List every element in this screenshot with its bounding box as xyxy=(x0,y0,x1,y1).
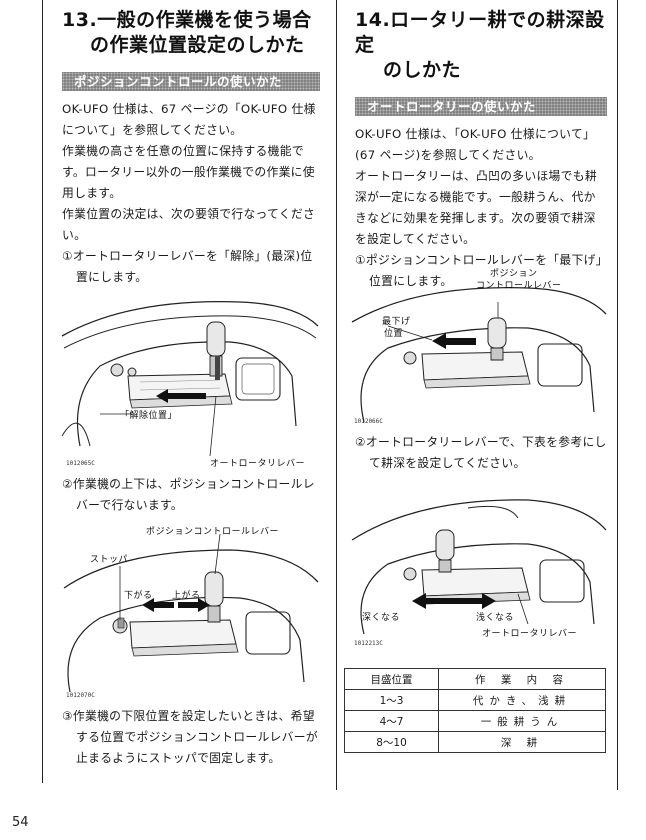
table-row: 8～10 深 耕 xyxy=(344,731,606,753)
figure-code: 1012213C xyxy=(354,640,383,647)
figure-code: 1012065C xyxy=(66,460,95,467)
scale-cell: 1～3 xyxy=(344,689,439,711)
center-rule xyxy=(336,0,337,790)
table-row: 1～3 代かき、浅耕 xyxy=(344,689,606,711)
shallower-label: 浅くなる xyxy=(476,613,515,623)
auto-rotary-lever-label: オートロータリレバー xyxy=(482,629,578,639)
paragraph: 作業位置の決定は、次の要領で行なってください。 xyxy=(62,207,316,242)
step-3: ③作業機の下限位置を設定したいときは、希望する位置でポジションコントロールレバー… xyxy=(62,709,318,765)
figure-auto-rotary-lever-release: 「解除位置」 オートロータリレバー 1012065C xyxy=(60,296,322,471)
stopper-label: ストッパ xyxy=(90,555,129,565)
section-14-title-line2: のしかた xyxy=(383,59,462,81)
figure-code: 1012066C xyxy=(354,418,383,425)
right-column: 14.ロータリー耕での耕深設定 のしかた オートロータリーの使いかた OK-UF… xyxy=(355,0,607,292)
work-cell: 一般耕うん xyxy=(438,710,606,732)
lowest-label-line1: 最下げ xyxy=(382,317,411,327)
figure-position-control-lever: ポジションコントロールレバー ストッパ 下がる 上がる 1012070C xyxy=(60,522,322,702)
section-14-subheading: オートロータリーの使いかた xyxy=(355,97,607,116)
column-header-work: 作 業 内 容 xyxy=(438,668,606,690)
position-control-lever-label: ポジションコントロールレバー xyxy=(146,527,280,537)
step-1: ①ポジションコントロールレバーを「最下げ」位置にします。 xyxy=(355,253,602,288)
work-cell: 深 耕 xyxy=(438,731,606,753)
depth-setting-table: 目盛位置 作 業 内 容 1～3 代かき、浅耕 4～7 一般耕うん 8～10 深… xyxy=(344,668,606,753)
left-rule xyxy=(42,0,43,783)
work-cell: 代かき、浅耕 xyxy=(438,689,606,711)
lever-up-down-illustration xyxy=(63,533,319,693)
paragraph: 作業機の高さを任意の位置に保持する機能です。ロータリー以外の一般作業機での作業に… xyxy=(62,144,315,200)
table-row: 4～7 一般耕うん xyxy=(344,710,606,732)
section-13-title: 13.一般の作業機を使う場合 の作業位置設定のしかた xyxy=(62,8,320,58)
page-number: 54 xyxy=(12,815,29,830)
section-14-body: OK-UFO 仕様は、「OK-UFO 仕様について」(67 ページ)を参照してく… xyxy=(355,124,607,292)
section-13-step-2: ②作業機の上下は、ポジションコントロールレバーで行ないます。 xyxy=(62,474,320,516)
paragraph: OK-UFO 仕様は、「OK-UFO 仕様について」(67 ページ)を参照してく… xyxy=(355,127,596,162)
left-column: 13.一般の作業機を使う場合 の作業位置設定のしかた ポジションコントロールの使… xyxy=(62,0,320,288)
section-14-title-line1: 14.ロータリー耕での耕深設定 xyxy=(355,9,605,56)
position-label-line1: ポジション xyxy=(490,269,538,279)
section-14-step-2: ②オートロータリーレバーで、下表を参考にして耕深を設定してください。 xyxy=(355,432,607,474)
figure-lowest-position: ポジション コントロールレバー 最下げ 位置 1012066C xyxy=(348,262,610,430)
section-14-title: 14.ロータリー耕での耕深設定 のしかた xyxy=(355,8,607,83)
step-2: ②オートロータリーレバーで、下表を参考にして耕深を設定してください。 xyxy=(355,435,607,470)
figure-code: 1012070C xyxy=(66,692,95,699)
step-2: ②作業機の上下は、ポジションコントロールレバーで行ないます。 xyxy=(62,477,315,512)
paragraph: オートロータリーは、凸凹の多いほ場でも耕深が一定になる機能です。一般耕うん、代か… xyxy=(355,169,597,246)
control-lever-label-line2: コントロールレバー xyxy=(476,281,562,291)
scale-cell: 8～10 xyxy=(344,731,439,753)
scale-cell: 4～7 xyxy=(344,710,439,732)
section-13-subheading: ポジションコントロールの使いかた xyxy=(62,72,320,91)
down-label: 下がる xyxy=(124,591,153,601)
step-1: ①オートロータリーレバーを「解除」(最深)位置にします。 xyxy=(62,249,313,284)
lever-lowest-illustration xyxy=(351,286,607,423)
section-13-title-line2: の作業位置設定のしかた xyxy=(90,34,305,56)
column-header-scale: 目盛位置 xyxy=(344,668,439,690)
section-13-title-line1: 13.一般の作業機を使う場合 xyxy=(62,9,312,31)
lever-depth-illustration xyxy=(351,499,607,635)
up-label: 上がる xyxy=(172,591,201,601)
figure-auto-rotary-depth: 深くなる 浅くなる オートロータリレバー 1012213C xyxy=(348,484,610,652)
auto-rotary-lever-label: オートロータリレバー xyxy=(210,459,306,469)
release-position-label: 「解除位置」 xyxy=(120,411,178,421)
lowest-label-line2: 位置 xyxy=(384,329,404,339)
section-13-body: OK-UFO 仕様は、67 ページの「OK-UFO 仕様について」を参照してくだ… xyxy=(62,99,320,288)
lever-panel-illustration xyxy=(61,300,319,457)
paragraph: OK-UFO 仕様は、67 ページの「OK-UFO 仕様について」を参照してくだ… xyxy=(62,102,316,137)
deeper-label: 深くなる xyxy=(362,613,401,623)
table-header-row: 目盛位置 作 業 内 容 xyxy=(344,668,606,690)
section-13-step-3: ③作業機の下限位置を設定したいときは、希望する位置でポジションコントロールレバー… xyxy=(62,706,320,769)
right-rule xyxy=(617,0,618,790)
